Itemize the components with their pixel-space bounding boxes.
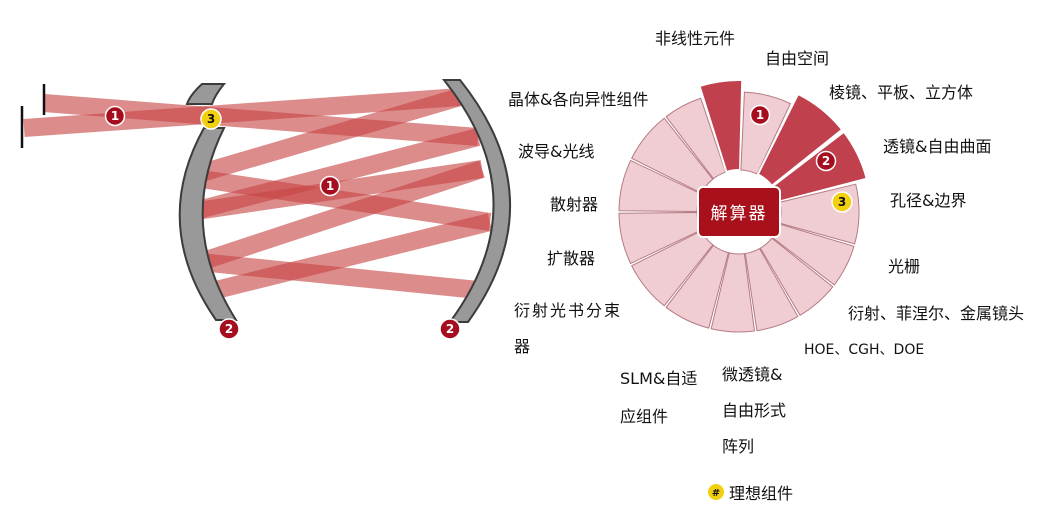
label-waveguide: 波导&光线 — [518, 142, 595, 161]
label-lens-freeform: 透镜&自由曲面 — [883, 137, 992, 156]
label-free-space: 自由空间 — [765, 49, 830, 68]
svg-text:2: 2 — [225, 322, 233, 336]
svg-text:2: 2 — [822, 154, 830, 168]
sector-diffuser — [631, 230, 714, 307]
badge-ideal-2-left: 2 — [218, 318, 240, 340]
svg-text:3: 3 — [207, 112, 215, 126]
badge-lens-2: 2 — [815, 150, 837, 172]
laser-beam-paths — [23, 88, 493, 301]
left-mirror — [178, 127, 238, 321]
label-aperture: 孔径&边界 — [890, 191, 967, 210]
sector-slm — [710, 252, 756, 333]
solver-label: 解算器 — [711, 204, 768, 224]
solver-box: 解算器 — [697, 186, 781, 238]
badge-ideal-2-right: 2 — [439, 318, 461, 340]
svg-text:1: 1 — [111, 109, 119, 123]
badge-ideal-1-middle: 1 — [319, 175, 341, 197]
label-slm: SLM&自适 应组件 — [620, 369, 698, 426]
sector-beamsplitter — [665, 244, 730, 329]
badge-ideal-3-aperture: 3 — [200, 108, 222, 130]
left-mirror-upper — [185, 83, 227, 105]
right-mirror — [441, 79, 512, 323]
beam-6 — [197, 160, 485, 271]
svg-text:3: 3 — [838, 195, 846, 209]
sector-hoe — [759, 237, 834, 316]
beam-input-lower — [23, 88, 461, 137]
label-diffractive-beamsplitter: 衍射光书分束 器 — [514, 301, 623, 356]
sector-microlens — [744, 247, 799, 332]
beam-2 — [186, 168, 492, 231]
label-nonlinear: 非线性元件 — [655, 29, 736, 48]
badge-ideal-1-upper: 1 — [104, 105, 126, 127]
label-diffuser: 扩散器 — [547, 249, 596, 268]
label-crystal: 晶体&各向异性组件 — [508, 90, 649, 109]
legend-ideal-text: 理想组件 — [729, 484, 794, 503]
beam-1 — [185, 88, 463, 186]
label-prism: 棱镜、平板、立方体 — [829, 83, 974, 102]
label-hoe: HOE、CGH、DOE — [804, 342, 925, 358]
beam-7 — [199, 253, 479, 299]
sector-lens-freeform — [756, 92, 844, 188]
legend-ideal-marker: # — [708, 484, 724, 500]
badge-free-space-1: 1 — [749, 104, 771, 126]
svg-text:1: 1 — [756, 108, 764, 122]
badge-aperture-3: 3 — [831, 191, 853, 213]
svg-text:2: 2 — [446, 322, 454, 336]
label-scatterer: 散射器 — [550, 195, 599, 214]
label-grating: 光栅 — [888, 257, 921, 276]
beam-5 — [205, 213, 493, 301]
sector-free-space — [698, 79, 744, 174]
svg-text:1: 1 — [326, 179, 334, 193]
label-microlens: 微透镜& 自由形式 阵列 — [722, 365, 787, 456]
sector-nonlinear — [665, 97, 727, 180]
label-diffractive-fresnel: 衍射、菲涅尔、金属镜头 — [848, 304, 1025, 323]
svg-text:#: # — [712, 488, 720, 499]
